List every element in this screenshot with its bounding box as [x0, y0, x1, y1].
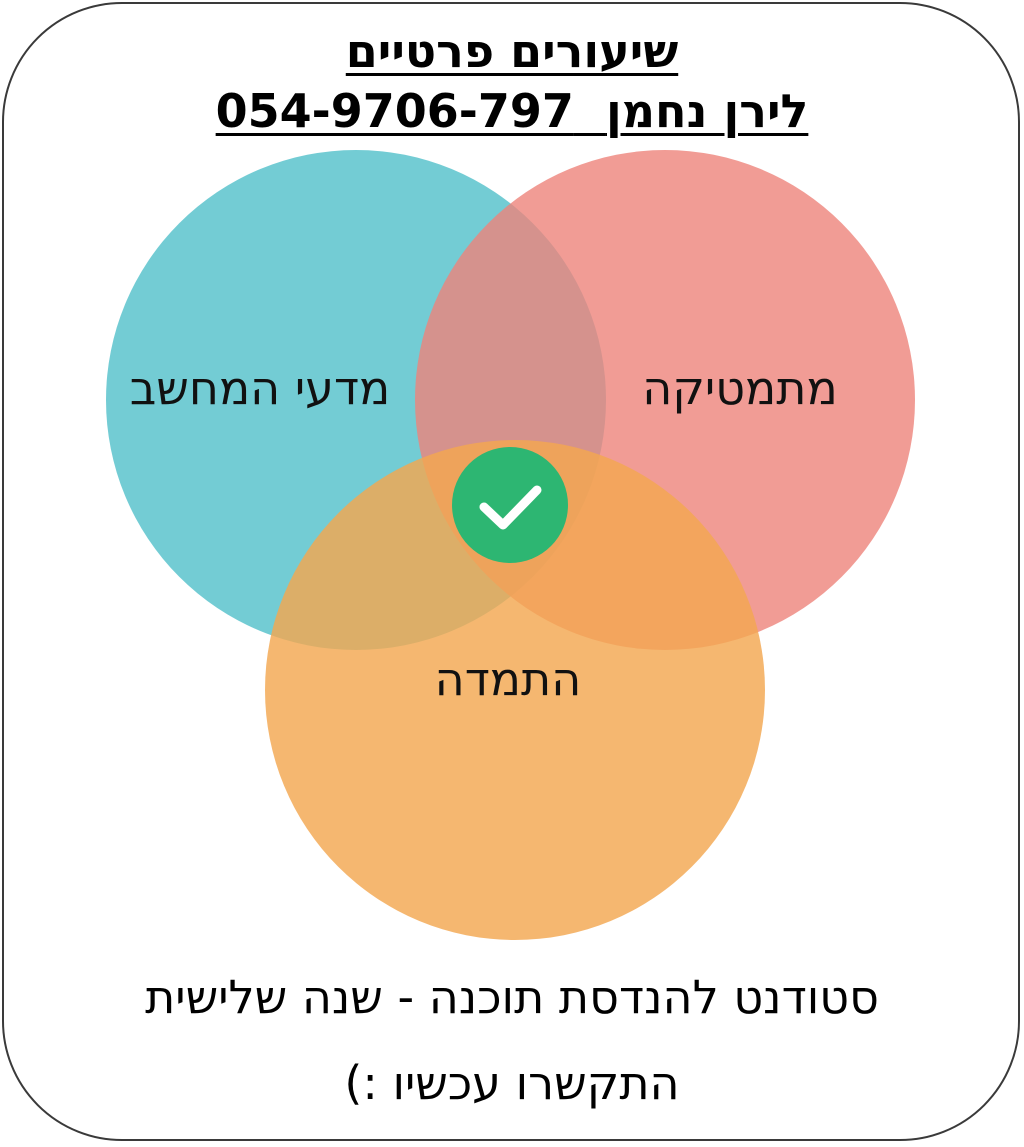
venn-label-computer-science: מדעי המחשב — [129, 361, 391, 415]
venn-label-mathematics: מתמטיקה — [642, 361, 838, 415]
footer-tagline: סטודנט להנדסת תוכנה - שנה שלישית — [145, 970, 879, 1024]
tutor-name: לירן נחמן — [605, 84, 809, 138]
phone-number[interactable]: 054-9706-797 — [215, 84, 574, 138]
footer-call-to-action: התקשרו עכשיו :) — [344, 1056, 680, 1110]
page-title: שיעורים פרטיים — [345, 24, 679, 78]
check-mark — [479, 485, 542, 530]
venn-label-persistence: התמדה — [434, 652, 582, 706]
check-badge — [452, 447, 568, 563]
contact-line: לירן נחמן 054-9706-797 — [0, 88, 1024, 134]
check-icon — [452, 447, 568, 563]
venn-circle-persistence — [265, 440, 765, 940]
